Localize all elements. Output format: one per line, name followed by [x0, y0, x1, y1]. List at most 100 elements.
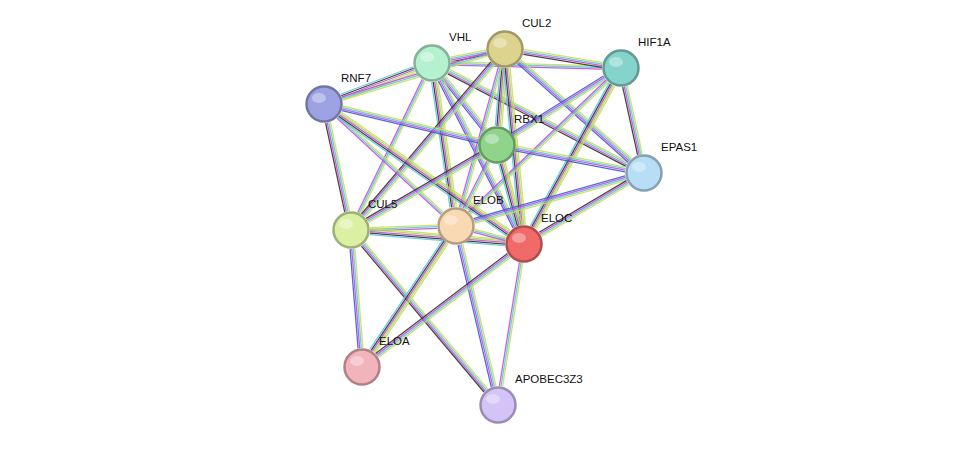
interaction-edge [370, 240, 448, 353]
evidence-line [502, 163, 519, 225]
protein-node: HIF1A [602, 49, 640, 87]
node-highlight [512, 233, 526, 243]
evidence-line [539, 181, 626, 233]
interaction-edge [326, 122, 350, 212]
node-circle [343, 348, 381, 386]
evidence-line [626, 86, 641, 154]
interaction-edge [350, 249, 363, 349]
evidence-line [378, 256, 510, 356]
protein-label: VHL [449, 30, 471, 44]
evidence-line [461, 244, 494, 386]
interaction-edge [469, 80, 609, 214]
protein-label: RBX1 [514, 112, 544, 126]
evidence-line [341, 112, 510, 230]
protein-node: EPAS1 [625, 154, 663, 192]
evidence-line [376, 254, 508, 354]
evidence-line [505, 162, 522, 224]
protein-label: ELOC [541, 211, 572, 225]
interaction-edge [458, 244, 496, 387]
protein-label: APOBEC3Z3 [515, 372, 583, 386]
evidence-line [374, 243, 447, 352]
node-disc [480, 128, 515, 163]
evidence-line [624, 87, 639, 155]
protein-node: APOBEC3Z3 [479, 386, 517, 424]
protein-label: ELOA [379, 334, 410, 348]
node-circle [305, 85, 343, 123]
node-highlight [632, 162, 646, 172]
node-circle [505, 225, 543, 263]
interaction-edge [499, 263, 522, 387]
protein-label: EPAS1 [661, 140, 697, 154]
protein-node: ELOC [505, 225, 543, 263]
node-highlight [312, 93, 326, 103]
interaction-edge [523, 50, 602, 68]
node-highlight [609, 57, 623, 67]
evidence-line [515, 151, 625, 172]
node-highlight [350, 356, 364, 366]
protein-label: CUL5 [368, 197, 397, 211]
protein-label: CUL2 [522, 16, 551, 30]
evidence-line [327, 123, 346, 212]
node-circle [625, 154, 663, 192]
node-circle [437, 207, 475, 245]
interaction-edge [376, 254, 511, 358]
evidence-line [470, 81, 608, 213]
protein-node: CUL2 [486, 30, 524, 68]
node-disc [507, 227, 542, 262]
node-disc [604, 51, 639, 86]
node-highlight [339, 219, 353, 229]
evidence-line [516, 146, 626, 167]
protein-node: CUL5 [332, 211, 370, 249]
node-highlight [420, 52, 434, 62]
evidence-line [499, 263, 519, 386]
protein-node: ELOB [437, 207, 475, 245]
interaction-edge [539, 181, 629, 237]
evidence-line [474, 231, 505, 239]
evidence-line [501, 263, 521, 386]
evidence-line [460, 245, 493, 387]
evidence-line [342, 109, 478, 141]
node-circle [413, 44, 451, 82]
evidence-line [471, 82, 609, 214]
evidence-line [379, 257, 511, 357]
evidence-line [523, 54, 602, 67]
evidence-line [541, 183, 628, 235]
node-highlight [493, 38, 507, 48]
evidence-line [338, 117, 442, 213]
protein-node: RBX1 [478, 126, 516, 164]
node-highlight [486, 394, 500, 404]
evidence-line [474, 232, 505, 240]
interaction-edge [623, 86, 643, 155]
node-disc [481, 388, 516, 423]
evidence-line [516, 148, 626, 169]
node-highlight [444, 215, 458, 225]
protein-node: VHL [413, 44, 451, 82]
interaction-edge [370, 228, 506, 245]
interaction-edge [474, 229, 506, 240]
evidence-line [516, 149, 626, 170]
interaction-edge [515, 146, 626, 172]
evidence-line [375, 244, 448, 353]
node-disc [488, 32, 523, 67]
evidence-line [542, 185, 629, 237]
protein-label: HIF1A [638, 35, 671, 49]
evidence-line [330, 122, 349, 211]
evidence-line [370, 233, 505, 244]
node-disc [307, 87, 342, 122]
node-circle [332, 211, 370, 249]
node-circle [479, 386, 517, 424]
node-disc [439, 209, 474, 244]
node-highlight [485, 134, 499, 144]
protein-label: RNF7 [341, 71, 371, 85]
protein-node: RNF7 [305, 85, 343, 123]
node-disc [627, 156, 662, 191]
evidence-line [524, 53, 603, 66]
node-disc [415, 46, 450, 81]
evidence-line [337, 118, 441, 214]
node-disc [334, 213, 369, 248]
evidence-line [377, 255, 509, 355]
interaction-edge [337, 116, 443, 215]
evidence-line [504, 163, 521, 225]
